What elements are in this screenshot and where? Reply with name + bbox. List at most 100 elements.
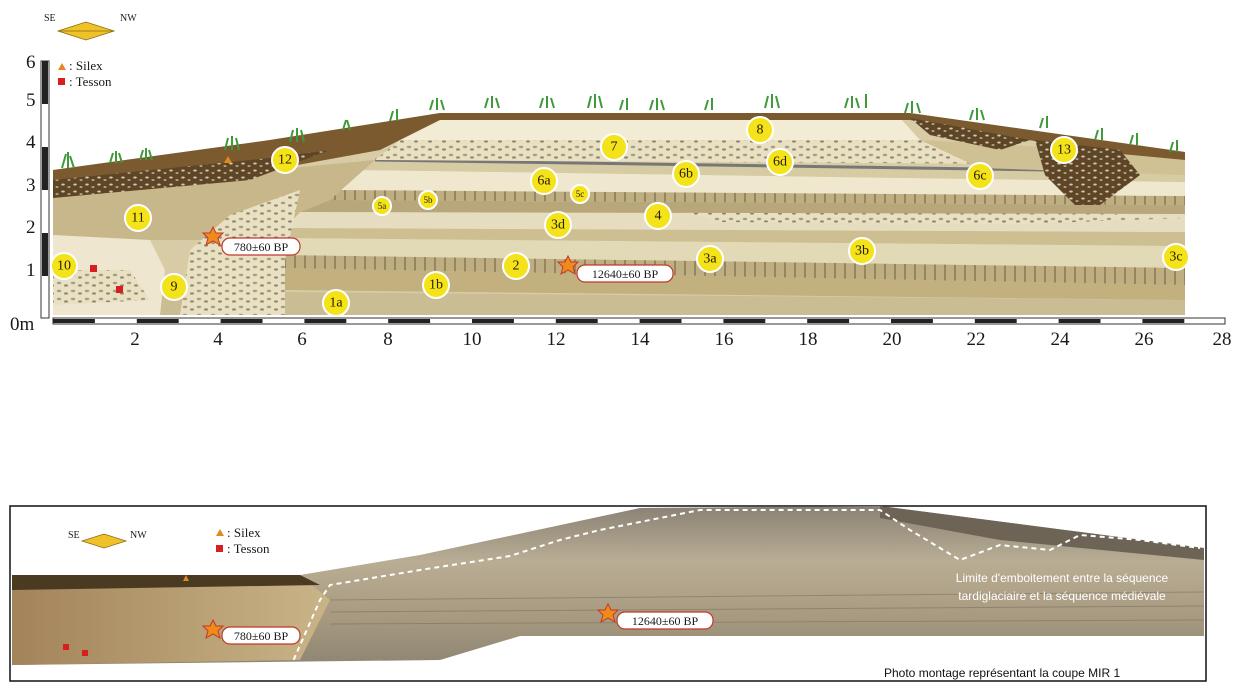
x-tick-20: 20 <box>883 329 902 350</box>
scale-segment <box>640 319 682 323</box>
tesson-icon <box>58 78 65 85</box>
y-axis: 0m 1 2 3 4 5 6 <box>10 52 49 335</box>
y-tick-6: 6 <box>26 52 36 73</box>
tesson-icon <box>82 650 88 656</box>
y-tick-2: 2 <box>26 217 36 238</box>
legend-silex-label: : Silex <box>69 58 103 73</box>
legend-silex-label: : Silex <box>227 525 261 540</box>
layer-label-5c: 5c <box>571 185 589 203</box>
y-axis-unit-label: 0m <box>10 314 35 335</box>
layer-label-text: 10 <box>57 259 71 274</box>
layer-label-text: 3d <box>551 218 565 233</box>
layer-label-text: 6d <box>773 155 787 170</box>
scale-segment <box>723 319 765 323</box>
x-tick-12: 12 <box>547 329 566 350</box>
layer-label-text: 5b <box>424 195 434 205</box>
x-tick-4: 4 <box>213 329 223 350</box>
x-tick-22: 22 <box>967 329 986 350</box>
tesson-icon <box>63 644 69 650</box>
legend-tesson-label: : Tesson <box>227 541 270 556</box>
y-tick-1: 1 <box>26 260 36 281</box>
photo-montage: SE NW : Silex : Tesson 780±60 BP 12640±6… <box>10 506 1206 681</box>
y-tick-4: 4 <box>26 132 36 153</box>
layer-label-9: 9 <box>161 274 187 300</box>
date-label: 12640±60 BP <box>592 267 659 281</box>
date-label: 780±60 BP <box>234 629 289 643</box>
layer-label-text: 1a <box>329 296 343 311</box>
layer-label-3a: 3a <box>697 246 723 272</box>
scale-segment <box>807 319 849 323</box>
scale-segment <box>975 319 1017 323</box>
layer-label-4: 4 <box>645 203 671 229</box>
photo-caption: Photo montage représentant la coupe MIR … <box>884 666 1120 680</box>
layer-label-6b: 6b <box>673 161 699 187</box>
date-label: 12640±60 BP <box>632 614 699 628</box>
layer-label-text: 11 <box>131 211 144 226</box>
layer-label-11: 11 <box>125 205 151 231</box>
x-tick-16: 16 <box>715 329 734 350</box>
scale-segment <box>221 319 263 323</box>
date-label: 780±60 BP <box>234 240 289 254</box>
tesson-icon <box>216 545 223 552</box>
layer-label-text: 5a <box>378 201 387 211</box>
layer-label-6a: 6a <box>531 168 557 194</box>
layer-label-12: 12 <box>272 147 298 173</box>
layer-label-3d: 3d <box>545 212 571 238</box>
layer-label-6c: 6c <box>967 163 993 189</box>
layer-label-text: 3c <box>1169 250 1182 265</box>
layer-label-text: 6c <box>973 169 986 184</box>
scale-segment <box>891 319 933 323</box>
layer-label-text: 12 <box>278 153 292 168</box>
boundary-note-line1: Limite d'emboitement entre la séquence <box>956 571 1169 585</box>
legend: : Silex : Tesson <box>58 58 112 89</box>
layer-label-1b: 1b <box>423 272 449 298</box>
x-tick-10: 10 <box>463 329 482 350</box>
layer-label-text: 7 <box>611 140 618 155</box>
layer-label-text: 13 <box>1057 143 1071 158</box>
layer-label-1a: 1a <box>323 290 349 316</box>
scale-segment <box>1142 319 1184 323</box>
layer-label-3b: 3b <box>849 238 875 264</box>
layer-label-8: 8 <box>747 117 773 143</box>
scale-segment <box>472 319 514 323</box>
legend-tesson-label: : Tesson <box>69 74 112 89</box>
tesson-icon <box>116 286 123 293</box>
direction-nw: NW <box>130 530 147 541</box>
boundary-note-line2: tardiglaciaire et la séquence médiévale <box>958 589 1166 603</box>
section-drawing: SE NW : Silex : Tesson 0m 1 2 3 4 5 6 <box>10 13 1232 350</box>
layer-label-text: 1b <box>429 278 443 293</box>
x-tick-26: 26 <box>1135 329 1154 350</box>
direction-se: SE <box>68 530 80 541</box>
x-axis: 2 4 6 8 10 12 14 16 18 20 22 24 26 28 <box>53 318 1232 350</box>
layer-label-text: 9 <box>171 280 178 295</box>
layer-label-text: 4 <box>655 209 662 224</box>
scale-segment <box>556 319 598 323</box>
x-tick-24: 24 <box>1051 329 1071 350</box>
scale-segment <box>304 319 346 323</box>
layer-label-text: 6b <box>679 167 693 182</box>
y-tick-5: 5 <box>26 90 36 111</box>
layer-label-2: 2 <box>503 253 529 279</box>
layer-label-13: 13 <box>1051 137 1077 163</box>
layer-label-text: 3a <box>703 252 717 267</box>
x-tick-18: 18 <box>799 329 818 350</box>
tesson-icon <box>90 265 97 272</box>
scale-segment <box>137 319 179 323</box>
x-tick-6: 6 <box>297 329 307 350</box>
silex-icon <box>58 63 66 70</box>
scale-segment <box>388 319 430 323</box>
scale-segment <box>1059 319 1101 323</box>
layer-label-5b: 5b <box>419 191 437 209</box>
layer-label-7: 7 <box>601 134 627 160</box>
layer-label-text: 3b <box>855 244 869 259</box>
layer-label-text: 6a <box>537 174 551 189</box>
layer-label-5a: 5a <box>373 197 391 215</box>
layer-label-6d: 6d <box>767 149 793 175</box>
y-tick-3: 3 <box>26 175 36 196</box>
layer-label-text: 5c <box>576 189 585 199</box>
layer-label-text: 2 <box>513 259 520 274</box>
x-tick-2: 2 <box>130 329 140 350</box>
layer-label-3c: 3c <box>1163 244 1189 270</box>
scale-segment <box>53 319 95 323</box>
